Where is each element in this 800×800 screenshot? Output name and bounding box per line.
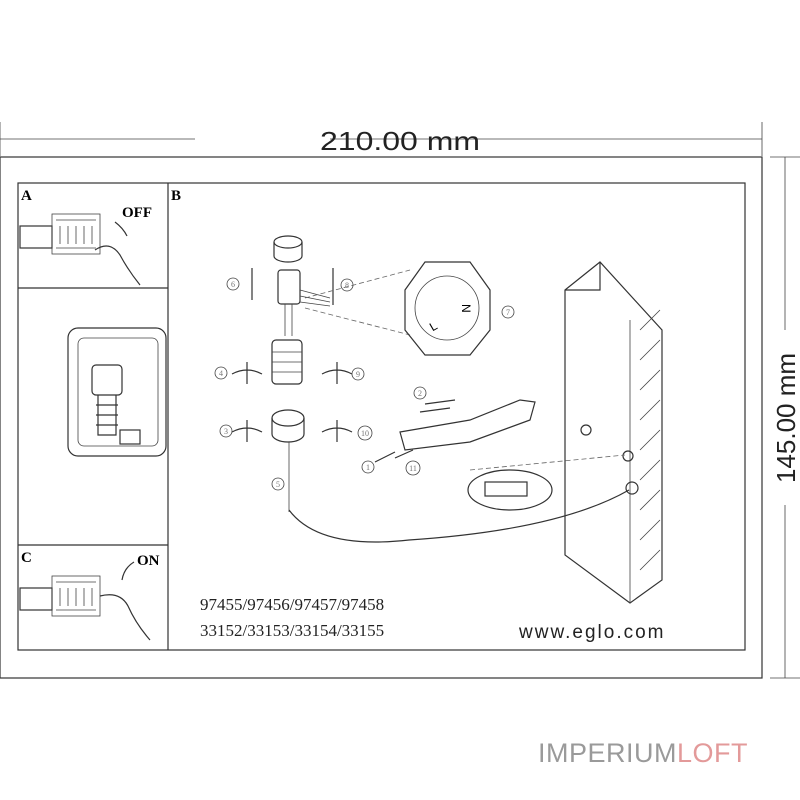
watermark-logo: IMPERIUMLOFT [538,738,748,768]
watermark-part2: LOFT [677,738,748,768]
hand-icon [99,594,151,641]
website: www.eglo.com [518,622,666,643]
step-4: 4 [219,369,223,378]
on-label: ON [137,553,160,569]
mounting-bracket [374,399,536,463]
step-3: 3 [224,427,228,436]
panel-b-label: B [171,188,181,204]
screw-icon [374,449,414,463]
height-dimension: 145.00 mm [770,156,800,679]
hand-icon [94,245,141,286]
connector-assembly [251,235,334,512]
inner-frame [17,182,746,651]
n-label: N [459,304,473,313]
panel-c: C ON [19,550,160,641]
step-numbers: 1 2 3 4 5 6 7 8 9 10 11 [214,277,515,491]
step-11: 11 [409,464,417,473]
step-10: 10 [361,429,369,438]
watermark-part1: IMPERIUM [538,738,677,768]
l-label: L [427,318,440,334]
width-label: 210.00 mm [320,126,480,156]
lamp-side-view [67,327,167,457]
step-1: 1 [366,463,370,472]
step-6: 6 [231,280,235,289]
step-5: 5 [276,480,280,489]
off-label: OFF [122,205,152,221]
step-8: 8 [345,281,349,290]
svg-text:IMPERIUMLOFT: IMPERIUMLOFT [538,738,748,768]
height-label: 145.00 mm [771,353,800,483]
cable [288,489,630,543]
screw-icon [419,399,456,413]
width-dimension: 210.00 mm [0,122,763,156]
step-9: 9 [356,370,360,379]
arrow-icon [121,561,135,581]
step-7: 7 [506,308,510,317]
panel-a-label: A [21,188,32,204]
model-numbers-line-2: 33152/33153/33154/33155 [200,621,384,640]
outer-frame [0,156,763,679]
rotate-arrows [231,362,353,442]
panel-a: A OFF [19,188,152,286]
wall-plug-detail [467,469,553,511]
step-2: 2 [418,389,422,398]
wall [288,261,663,604]
arrow-icon [114,221,128,237]
panel-c-label: C [21,550,32,566]
model-numbers-line-1: 97455/97456/97457/97458 [200,595,384,614]
